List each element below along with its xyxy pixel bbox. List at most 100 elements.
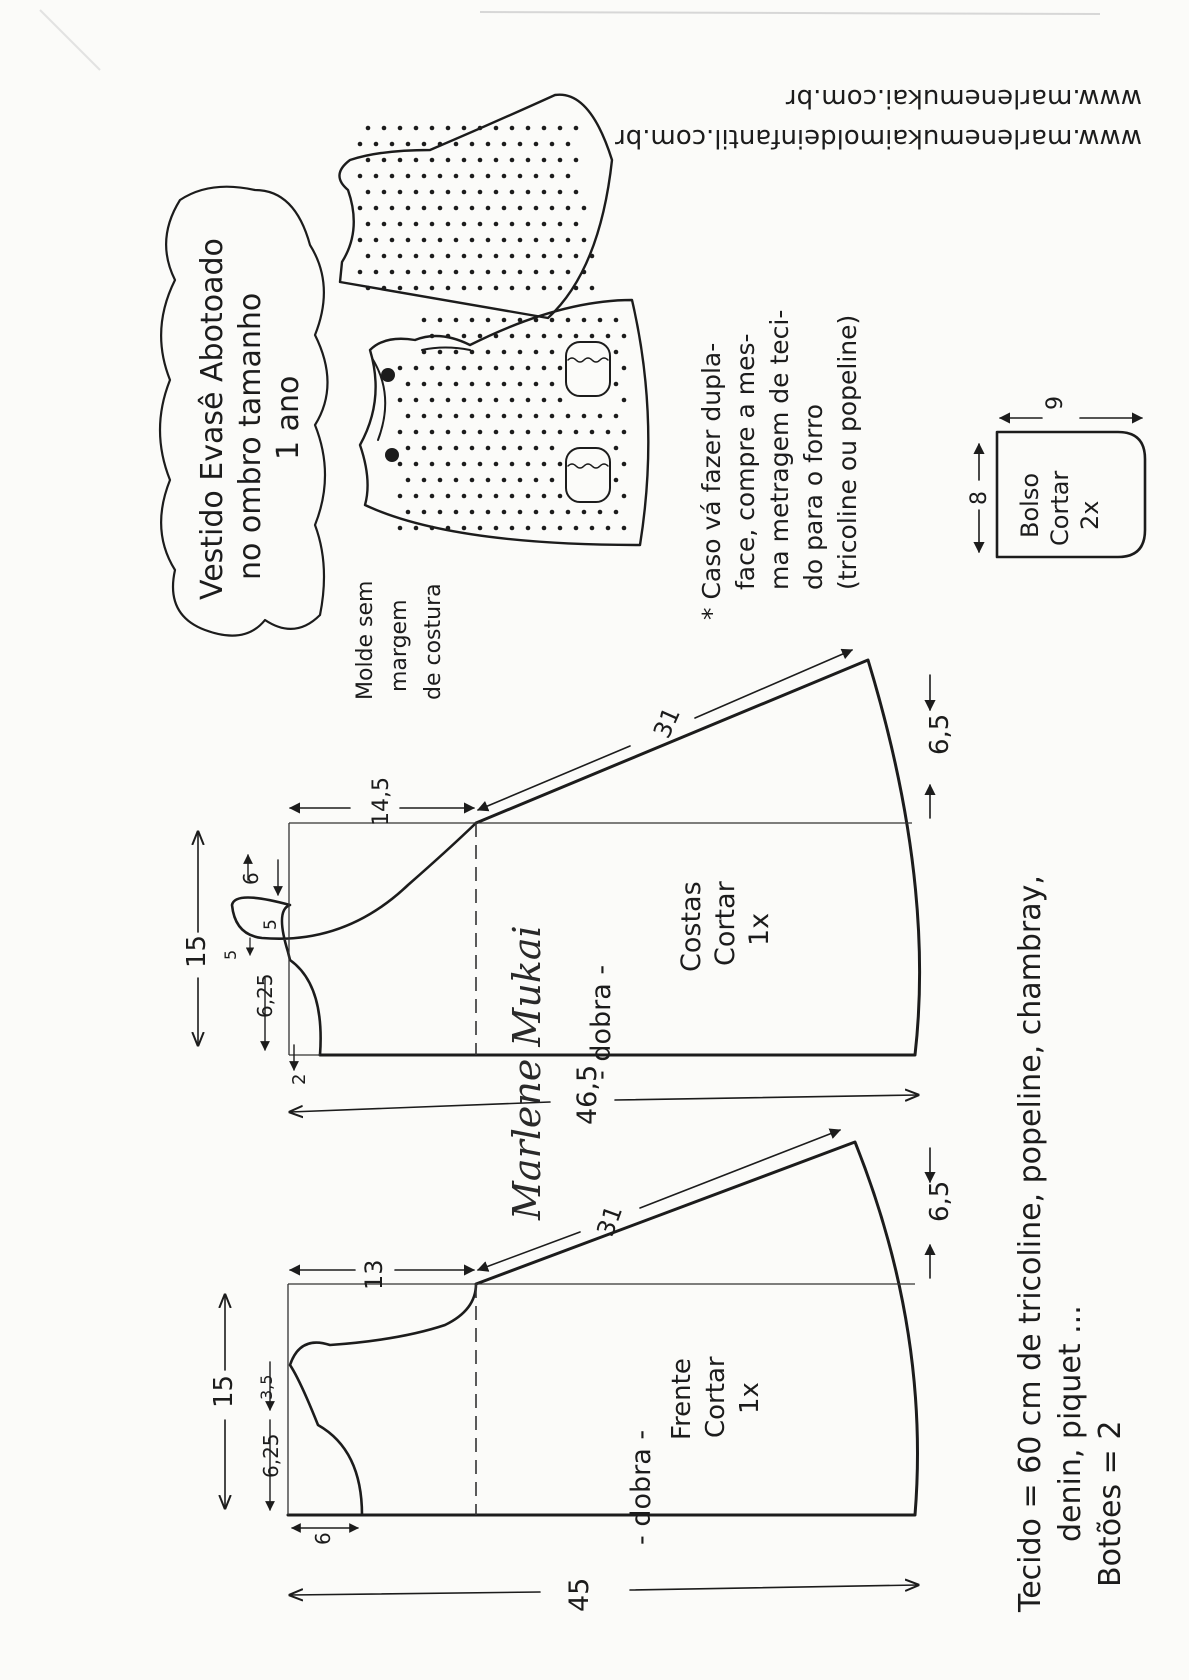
polka-dot (413, 429, 419, 435)
polka-dot (445, 365, 451, 371)
polka-dot (517, 141, 523, 147)
polka-dot (357, 205, 363, 211)
polka-dot (573, 157, 579, 163)
pocket-illustration (565, 447, 611, 503)
polka-dot (525, 189, 531, 195)
button-icon (381, 368, 395, 382)
polka-dot (477, 333, 483, 339)
front-piece-cut: Cortar (701, 1356, 731, 1438)
polka-dot (485, 477, 491, 483)
polka-dot (381, 285, 387, 291)
lining-note-line-2: face, compre a mes- (731, 333, 760, 590)
polka-dot (485, 141, 491, 147)
back-fold-label: - dobra - (586, 965, 617, 1080)
scan-mark (479, 11, 1101, 15)
pocket-pattern: Bolso Cortar 2x 8 9 (967, 396, 1147, 559)
front-shoulder-label: 3,5 (257, 1375, 276, 1400)
polka-dot (397, 461, 403, 467)
polka-dot (429, 365, 435, 371)
polka-dot (461, 525, 467, 531)
polka-dot (541, 189, 547, 195)
polka-dot (533, 381, 539, 387)
polka-dot (533, 205, 539, 211)
polka-dot (389, 173, 395, 179)
lining-note-line-3: ma metragem de teci- (765, 310, 794, 590)
polka-dot (429, 461, 435, 467)
signature: Marlene Mukai (505, 925, 549, 1221)
polka-dot (549, 381, 555, 387)
polka-dot (509, 461, 515, 467)
polka-dot (549, 445, 555, 451)
polka-dot (477, 125, 483, 131)
polka-dot (477, 253, 483, 259)
polka-dot (461, 189, 467, 195)
polka-dot (477, 157, 483, 163)
polka-dot (485, 413, 491, 419)
polka-dot (421, 141, 427, 147)
polka-dot (397, 221, 403, 227)
title-cloud: Vestido Evasê Abotoado no ombro tamanho … (158, 185, 329, 637)
polka-dot (429, 125, 435, 131)
pocket-illustration (565, 341, 611, 397)
polka-dot (373, 205, 379, 211)
polka-dot (517, 445, 523, 451)
polka-dot (437, 509, 443, 515)
polka-dot (573, 285, 579, 291)
polka-dot (477, 365, 483, 371)
polka-dot (357, 237, 363, 243)
polka-dot (541, 429, 547, 435)
polka-dot (613, 381, 619, 387)
polka-dot (429, 429, 435, 435)
polka-dot (389, 141, 395, 147)
polka-dot (533, 413, 539, 419)
polka-dot (461, 157, 467, 163)
polka-dot (429, 285, 435, 291)
polka-dot (461, 285, 467, 291)
polka-dot (493, 285, 499, 291)
polka-dot (517, 413, 523, 419)
polka-dot (573, 253, 579, 259)
polka-dot (405, 445, 411, 451)
polka-dot (501, 445, 507, 451)
back-piece-name: Costas (676, 881, 707, 972)
polka-dot (541, 253, 547, 259)
polka-dot (405, 141, 411, 147)
polka-dot (445, 157, 451, 163)
polka-dots (357, 125, 595, 291)
polka-dot (549, 477, 555, 483)
polka-dot (421, 477, 427, 483)
polka-dot (477, 525, 483, 531)
front-neck-label: 6,25 (259, 1433, 283, 1478)
polka-dot (445, 189, 451, 195)
polka-dot (485, 173, 491, 179)
seam-note-line-3: de costura (421, 583, 446, 700)
polka-dot (381, 189, 387, 195)
polka-dot (469, 237, 475, 243)
polka-dot (549, 173, 555, 179)
polka-dot (421, 413, 427, 419)
lining-note: * Caso vá fazer dupla- face, compre a me… (697, 310, 862, 620)
polka-dot (589, 253, 595, 259)
polka-dot (469, 269, 475, 275)
polka-dot (533, 237, 539, 243)
polka-dot (621, 333, 627, 339)
polka-dot (445, 333, 451, 339)
polka-dot (421, 381, 427, 387)
polka-dot (429, 189, 435, 195)
polka-dot (469, 141, 475, 147)
polka-dot (397, 253, 403, 259)
polka-dot (445, 493, 451, 499)
polka-dot (413, 397, 419, 403)
polka-dot (469, 317, 475, 323)
polka-dot (581, 269, 587, 275)
polka-dot (413, 493, 419, 499)
polka-dot (461, 221, 467, 227)
polka-dot (421, 317, 427, 323)
front-width-label: 15 (209, 1375, 239, 1408)
polka-dot (477, 429, 483, 435)
polka-dot (413, 525, 419, 531)
polka-dot (613, 509, 619, 515)
polka-dot (557, 189, 563, 195)
polka-dot (453, 269, 459, 275)
polka-dot (389, 237, 395, 243)
